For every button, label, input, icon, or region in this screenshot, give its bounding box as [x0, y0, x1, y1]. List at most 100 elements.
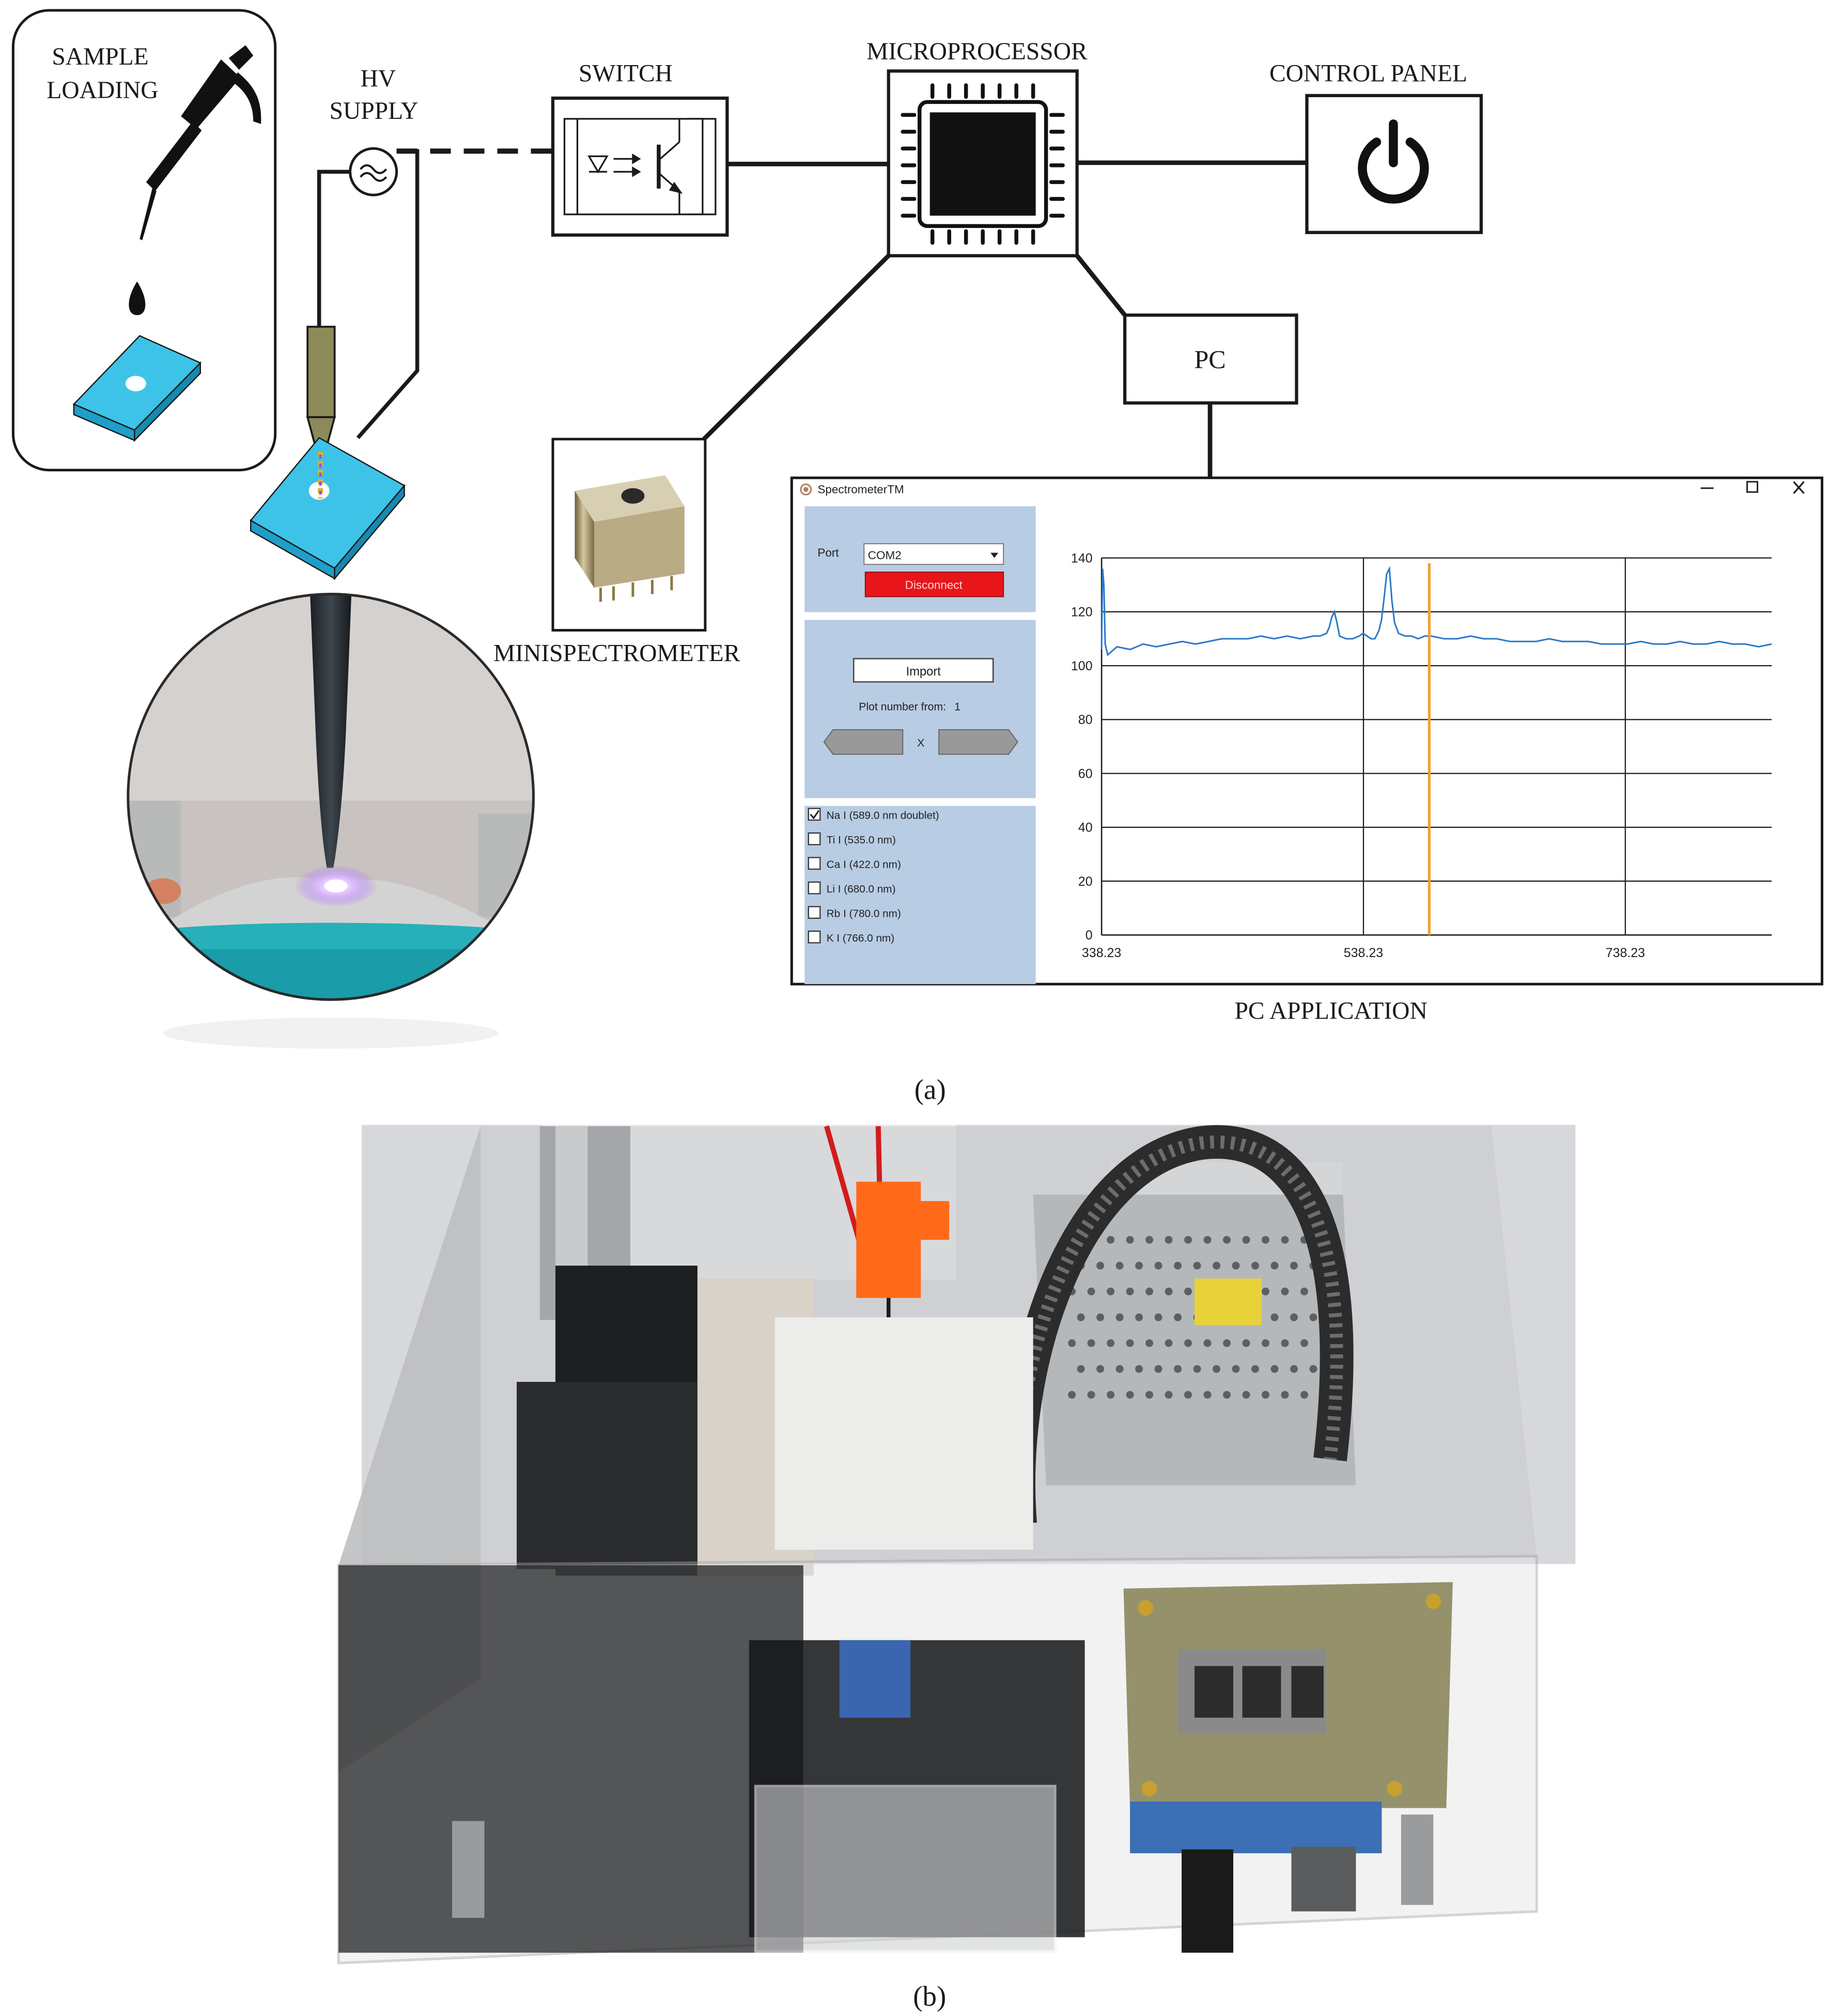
control-panel-label: CONTROL PANEL [1269, 60, 1467, 87]
app-icon [800, 483, 812, 496]
chip-icon [901, 83, 1065, 245]
sine-wave-icon [360, 164, 387, 182]
pcb-board [1123, 1582, 1453, 1953]
pc-box [1123, 313, 1298, 405]
app-title: SpectrometerTM [817, 483, 904, 496]
sample-loading-box [11, 9, 277, 472]
switch-box [551, 96, 729, 237]
y-tick-label: 60 [1078, 766, 1093, 781]
check-icon [810, 810, 820, 820]
element-checkbox-label: Na I (589.0 nm doublet) [827, 809, 939, 821]
wire-connector [774, 1125, 1033, 1550]
element-checkbox-row[interactable]: K I (766.0 nm) [808, 930, 894, 944]
element-checkbox-row[interactable]: Ti I (535.0 nm) [808, 832, 896, 846]
minispectrometer-group: MINISPECTROMETER [493, 438, 740, 667]
y-tick-label: 40 [1078, 821, 1093, 835]
micrometer-stage [517, 1126, 814, 1576]
port-select-value: COM2 [868, 549, 902, 562]
disconnect-button-label: Disconnect [905, 579, 963, 592]
hv-label-1: HV [361, 65, 396, 92]
electrode-holder [306, 326, 336, 419]
x-tick-label: 338.23 [1082, 946, 1121, 960]
chevron-down-icon [990, 552, 999, 558]
hv-supply-group: HV SUPPLY [250, 65, 553, 580]
previous-plot-button[interactable] [823, 729, 904, 755]
import-button-label: Import [906, 665, 941, 679]
element-checkbox-label: K I (766.0 nm) [827, 932, 894, 944]
plasma-photo [127, 593, 535, 1049]
y-tick-label: 140 [1071, 551, 1093, 565]
element-checkbox-list: Na I (589.0 nm doublet) Ti I (535.0 nm) Ca… [808, 808, 939, 944]
wire-microprocessor-pc [1075, 254, 1127, 317]
front-internal-dark [338, 1565, 803, 1953]
optocoupler-icon [563, 118, 717, 216]
spectrum-line [1100, 565, 1772, 657]
target-substrate-icon [250, 437, 406, 570]
corner-bracket-left [452, 1821, 485, 1918]
front-lower-window [754, 1784, 1057, 1953]
y-tick-label: 120 [1071, 605, 1093, 620]
element-checkbox-label: Rb I (780.0 nm) [827, 907, 901, 919]
pc-application-window: SpectrometerTM Port COM2 Disconnect Impo… [790, 476, 1824, 1025]
y-tick-label: 80 [1078, 713, 1093, 727]
next-plot-button[interactable] [938, 729, 1018, 755]
blue-terminal [839, 1640, 911, 1718]
hv-wire-left [317, 170, 350, 327]
element-checkbox-label: Ti I (535.0 nm) [827, 834, 896, 846]
device-photo [337, 1125, 1576, 1965]
checkbox[interactable] [808, 906, 821, 919]
sample-loading-label-1: SAMPLE [52, 43, 148, 70]
sample-loading-group: SAMPLE LOADING [11, 9, 277, 472]
maximize-button[interactable] [1746, 481, 1759, 493]
checkbox[interactable] [808, 930, 821, 944]
checkbox[interactable] [808, 808, 821, 821]
minispectrometer-label: MINISPECTROMETER [493, 640, 740, 667]
plot-panel [804, 620, 1036, 798]
element-checkbox-row[interactable]: Li I (680.0 nm) [808, 881, 896, 895]
wire-microprocessor-minispectrometer [702, 254, 890, 441]
checkbox[interactable] [808, 881, 821, 895]
corner-bracket-right [1401, 1814, 1434, 1905]
minispectrometer-device-icon [575, 475, 685, 602]
y-tick-label: 0 [1085, 928, 1093, 943]
checkbox[interactable] [808, 857, 821, 870]
plot-number-label: Plot number from: [859, 700, 946, 713]
close-button[interactable] [1793, 481, 1805, 494]
pc-application-label: PC APPLICATION [1235, 998, 1428, 1025]
element-checkbox-row[interactable]: Ca I (422.0 nm) [808, 857, 901, 870]
disconnect-button[interactable] [864, 572, 1004, 597]
elements-panel [804, 806, 1036, 984]
pipette-icon [139, 45, 261, 240]
pc-label: PC [1194, 345, 1226, 374]
droplet-icon [129, 281, 146, 315]
x-tick-label: 738.23 [1606, 946, 1645, 960]
hv-label-2: SUPPLY [330, 98, 418, 125]
pc-group: PC [1123, 313, 1298, 405]
element-checkbox-row[interactable]: Na I (589.0 nm doublet) [808, 808, 939, 821]
switch-group: SWITCH [551, 60, 729, 237]
port-label: Port [817, 546, 839, 559]
sample-loading-label-2: LOADING [46, 77, 158, 104]
microprocessor-group: MICROPROCESSOR [866, 38, 1088, 257]
checkbox[interactable] [808, 832, 821, 845]
target-substrate-side-right [334, 484, 405, 580]
sample-substrate-icon [72, 335, 201, 442]
port-select[interactable] [863, 543, 1004, 565]
plot-x-label: X [917, 736, 924, 749]
caption-a: (a) [914, 1074, 946, 1105]
element-checkbox-label: Ca I (422.0 nm) [827, 858, 901, 870]
y-tick-label: 100 [1071, 659, 1093, 673]
import-button[interactable] [853, 658, 994, 683]
element-checkbox-row[interactable]: Rb I (780.0 nm) [808, 906, 901, 919]
y-tick-label: 20 [1078, 874, 1093, 889]
power-icon [1358, 119, 1429, 204]
ac-source-icon [349, 147, 398, 196]
plot-number-value: 1 [954, 700, 960, 713]
caption-b: (b) [913, 1980, 946, 2012]
spectrum-chart: 0 20 40 60 80 100 120 140 338.23 538.23 738.23 [1071, 551, 1772, 960]
x-tick-label: 538.23 [1344, 946, 1383, 960]
microprocessor-label: MICROPROCESSOR [866, 38, 1088, 65]
switch-label: SWITCH [579, 60, 673, 87]
